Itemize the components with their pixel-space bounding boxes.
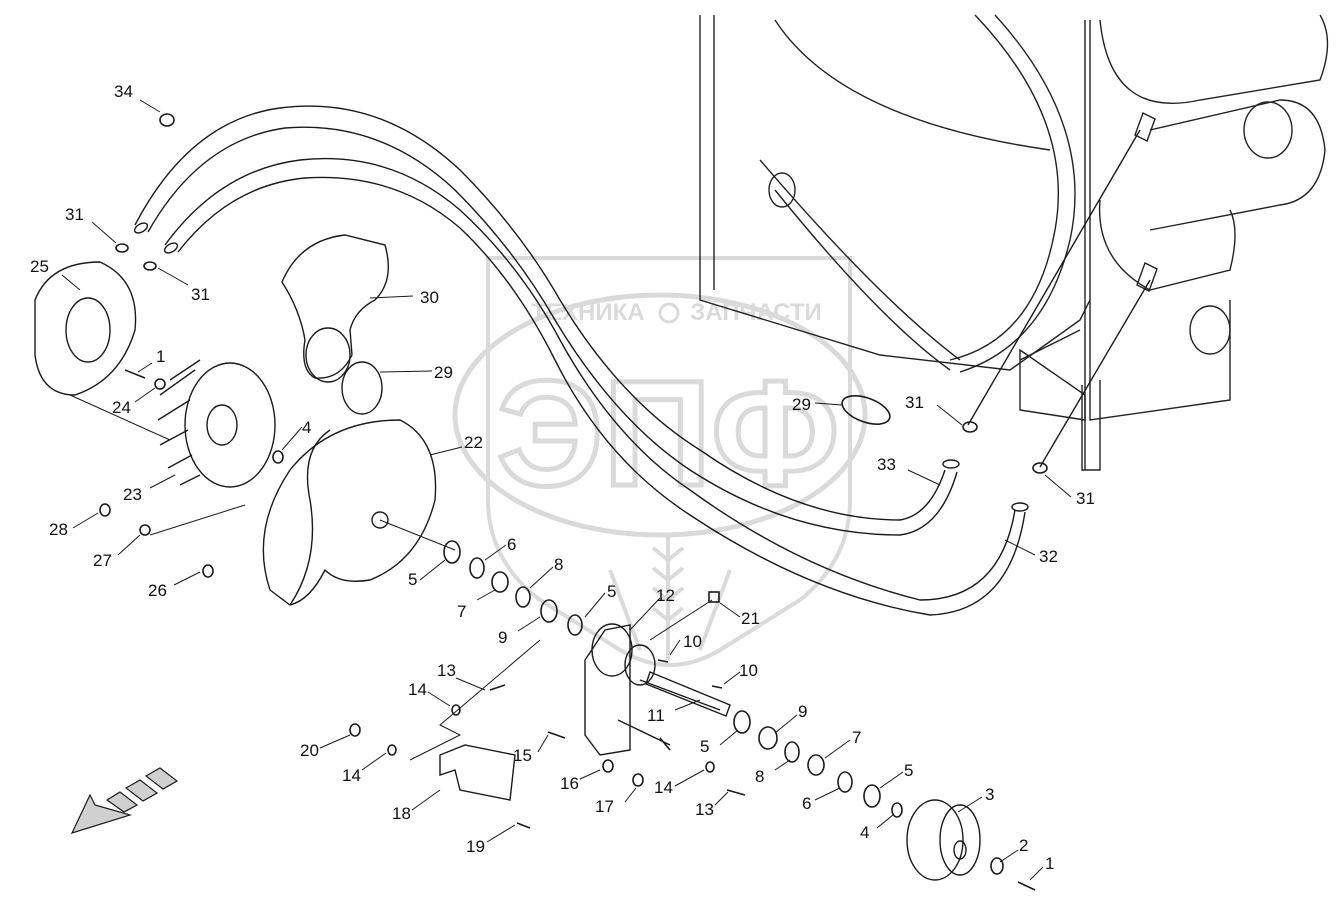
watermark-wheat-icon <box>608 535 732 660</box>
label-17: 17 <box>595 797 614 816</box>
label-31b: 31 <box>191 285 210 304</box>
hose-end-33 <box>942 459 960 469</box>
label-8a: 8 <box>554 555 563 574</box>
label-33: 33 <box>877 455 896 474</box>
hose-end-32 <box>1011 502 1029 512</box>
machine-fittings <box>1134 112 1158 292</box>
label-19: 19 <box>466 837 485 856</box>
hose-end-left-1 <box>133 222 149 234</box>
label-22: 22 <box>464 433 483 452</box>
label-2: 2 <box>1019 836 1028 855</box>
label-5c: 5 <box>700 737 709 756</box>
label-10b: 10 <box>739 661 758 680</box>
shaft-11 <box>645 671 731 717</box>
label-9a: 9 <box>498 628 507 647</box>
label-6a: 6 <box>507 535 516 554</box>
label-29b: 29 <box>792 395 811 414</box>
label-34: 34 <box>114 82 133 101</box>
label-23: 23 <box>123 485 142 504</box>
label-1a: 1 <box>156 347 165 366</box>
guide-lines <box>69 394 713 761</box>
label-8b: 8 <box>755 767 764 786</box>
label-24: 24 <box>112 398 131 417</box>
label-31a: 31 <box>65 205 84 224</box>
label-1b: 1 <box>1045 854 1054 873</box>
label-9b: 9 <box>798 702 807 721</box>
label-28: 28 <box>49 520 68 539</box>
label-15: 15 <box>513 746 532 765</box>
watermark-text-left: ТЕХНИКА <box>531 299 644 326</box>
duct-30 <box>281 234 389 415</box>
label-11: 11 <box>647 706 665 725</box>
label-12: 12 <box>656 586 675 605</box>
hose-end-left-2 <box>163 242 179 254</box>
label-26: 26 <box>148 581 167 600</box>
label-31d: 31 <box>1076 489 1095 508</box>
gear-icon <box>658 302 680 324</box>
label-21: 21 <box>741 609 760 628</box>
label-5b: 5 <box>607 582 616 601</box>
watermark-big-text: ЭПФ <box>497 349 840 517</box>
label-10a: 10 <box>683 632 702 651</box>
label-32: 32 <box>1039 547 1058 566</box>
label-20: 20 <box>300 741 319 760</box>
small-parts <box>99 113 1048 891</box>
label-4a: 4 <box>302 418 311 437</box>
label-6b: 6 <box>802 794 811 813</box>
label-7a: 7 <box>457 602 466 621</box>
part-labels: 34 31 31 25 1 24 30 29 4 23 22 28 27 26 … <box>30 82 1095 873</box>
label-7b: 7 <box>852 728 861 747</box>
cover-plate-25 <box>34 261 137 396</box>
watermark: ТЕХНИКА ЗАПЧАСТИ ЭПФ <box>452 256 868 667</box>
hose-assembly <box>133 105 1151 616</box>
label-29a: 29 <box>434 363 453 382</box>
label-3: 3 <box>985 785 994 804</box>
label-4b: 4 <box>860 823 869 842</box>
label-14b: 14 <box>342 766 361 785</box>
label-27: 27 <box>93 551 112 570</box>
label-14c: 14 <box>654 778 673 797</box>
label-13b: 13 <box>695 800 714 819</box>
label-30: 30 <box>420 288 439 307</box>
direction-arrow-icon <box>70 767 179 834</box>
fan-23 <box>157 359 276 488</box>
label-13a: 13 <box>437 661 456 680</box>
pulley-3 <box>906 799 981 881</box>
bracket-18 <box>439 744 516 801</box>
machine-frame <box>699 14 1329 471</box>
label-25: 25 <box>30 257 49 276</box>
blower-housing-22 <box>262 419 437 606</box>
label-14a: 14 <box>408 680 427 699</box>
label-18: 18 <box>392 804 411 823</box>
label-16: 16 <box>560 774 579 793</box>
leader-lines <box>61 99 1072 881</box>
label-5a: 5 <box>408 570 417 589</box>
label-5d: 5 <box>904 761 913 780</box>
label-31c: 31 <box>905 393 924 412</box>
